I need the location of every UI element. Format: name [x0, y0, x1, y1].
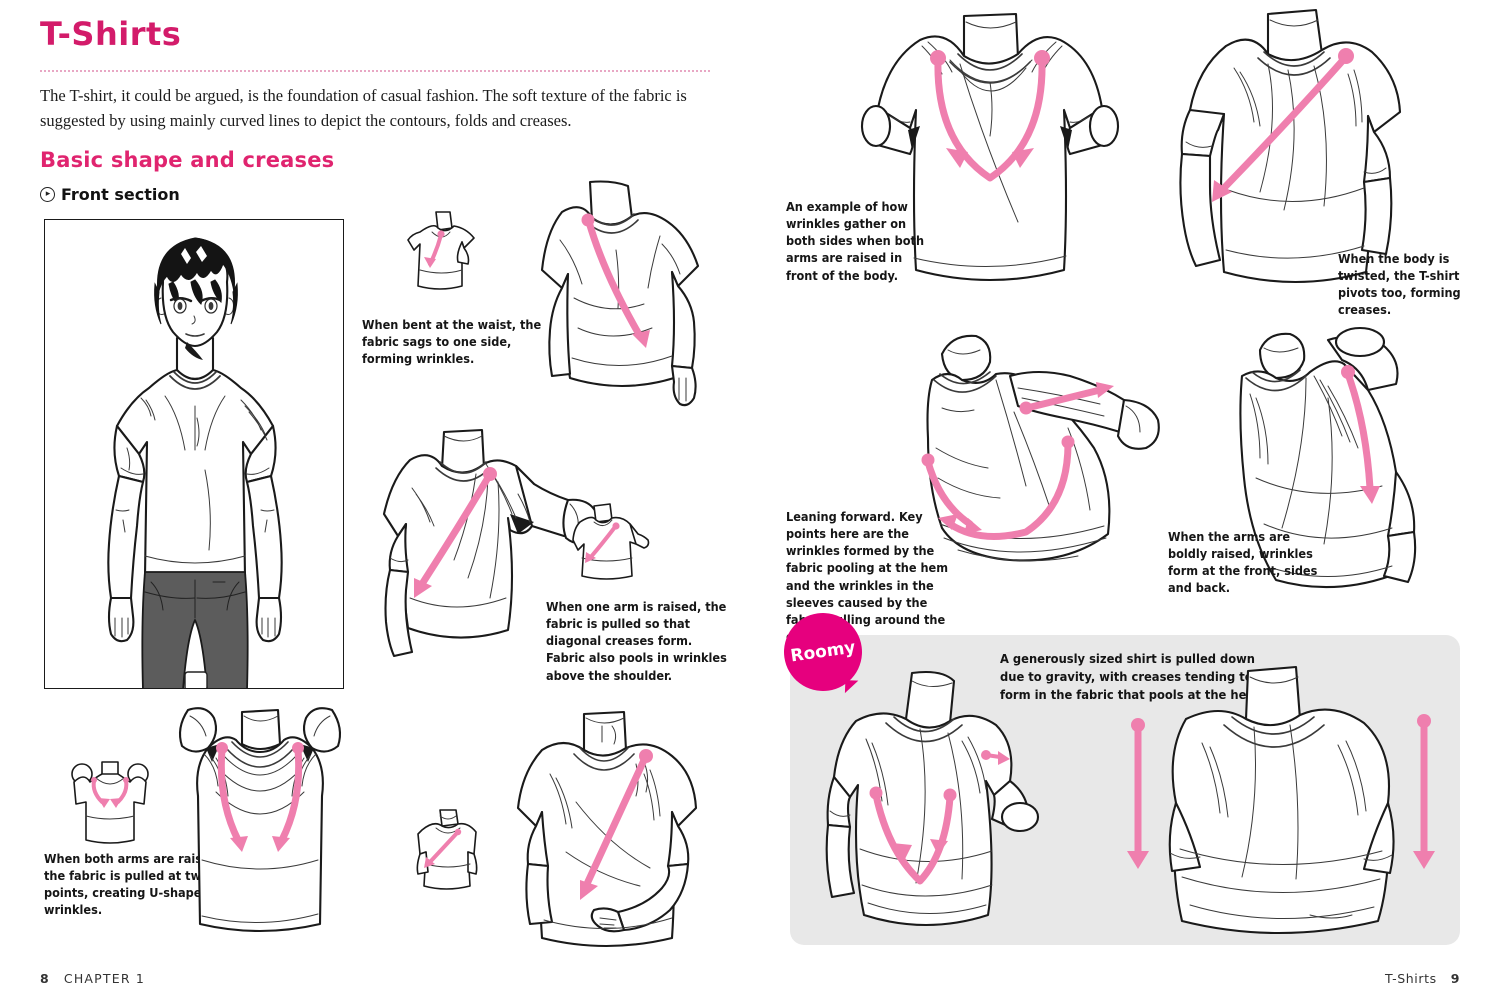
caption-bent-waist: When bent at the waist, the fabric sags …	[362, 317, 542, 367]
right-page: An example of how wrinkles gather on bot…	[750, 0, 1500, 1000]
figure-one-arm-raised-large	[382, 428, 600, 658]
caption-arms-front-raised: An example of how wrinkles gather on bot…	[786, 199, 925, 283]
section-heading: Basic shape and creases	[40, 148, 335, 172]
figure-roomy-right	[1127, 665, 1435, 934]
figure-leaning-forward	[921, 334, 1160, 562]
roomy-badge-label: Roomy	[789, 637, 857, 667]
figure-roomy-left	[825, 670, 1040, 927]
page-number-left: 8	[40, 971, 50, 986]
figure-bent-waist-large	[540, 180, 700, 407]
chapter-label: CHAPTER 1	[63, 971, 146, 986]
caption-arms-boldly-raised: When the arms are boldly raised, wrinkle…	[1168, 529, 1318, 596]
caption-one-arm-raised: When one arm is raised, the fabric is pu…	[546, 599, 727, 683]
figure-one-arm-raised-thumb	[572, 503, 650, 580]
figure-reaching-across-thumb	[416, 809, 478, 890]
figure-twisted-body	[1179, 8, 1402, 283]
figure-bent-waist-thumb	[407, 211, 475, 290]
roomy-panel: Roomy A generously sized shirt is pulled…	[778, 607, 1460, 945]
left-page: T-Shirts The T-shirt, it could be argued…	[40, 15, 727, 986]
title-divider	[40, 70, 710, 72]
hero-figure-frame	[44, 219, 344, 689]
full-figure-reference	[107, 237, 283, 688]
running-head-label: T-Shirts	[1385, 971, 1437, 986]
footer-right: T-Shirts 9	[1385, 971, 1460, 986]
intro-paragraph: The T-shirt, it could be argued, is the …	[40, 86, 687, 130]
page-number-right: 9	[1450, 971, 1460, 986]
caption-roomy: A generously sized shirt is pulled down …	[1000, 652, 1263, 704]
subsection-front-section: ▸ Front section	[40, 185, 180, 204]
figure-reaching-across-large	[516, 710, 698, 948]
figure-arms-boldly-raised	[1239, 326, 1417, 589]
page-title: T-Shirts	[40, 15, 182, 53]
figure-arms-front-raised	[860, 12, 1120, 281]
caption-both-arms-raised: When both arms are raised, the fabric is…	[44, 851, 223, 918]
chevron-right-circle-icon: ▸	[40, 187, 55, 202]
footer-left: 8 CHAPTER 1	[40, 971, 145, 986]
subsection-label: Front section	[61, 185, 180, 204]
figure-both-arms-raised-thumb	[71, 761, 149, 844]
figure-both-arms-raised-large	[178, 707, 342, 933]
caption-twisted-body: When the body is twisted, the T-shirt pi…	[1338, 251, 1461, 318]
